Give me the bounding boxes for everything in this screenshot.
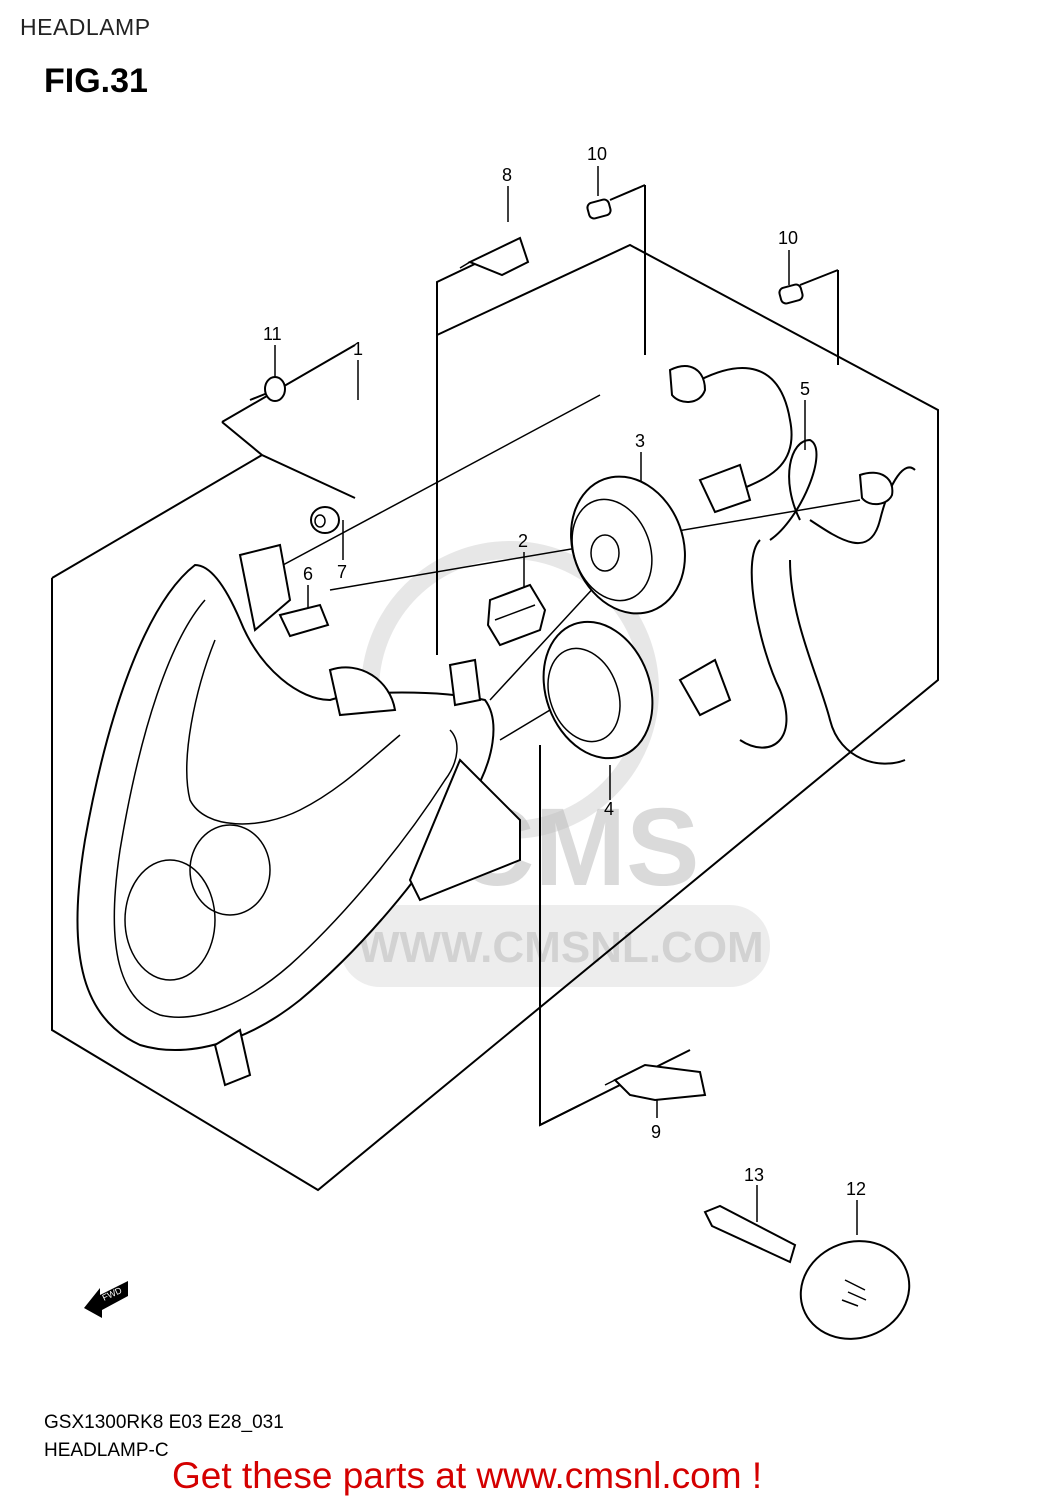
callout-12: 12 (846, 1179, 866, 1199)
callout-7: 7 (337, 562, 347, 582)
group-name: HEADLAMP-C (44, 1440, 169, 1461)
model-code: GSX1300RK8 E03 E28_031 (44, 1412, 284, 1433)
callout-5: 5 (800, 379, 810, 399)
page-header: HEADLAMP (20, 14, 151, 40)
cms-watermark: CMS WWW.CMSNL.COM (340, 541, 770, 987)
part-6-label (278, 603, 330, 638)
callout-11: 11 (263, 324, 282, 344)
callout-2: 2 (518, 531, 528, 551)
cta-link[interactable]: Get these parts at www.cmsnl.com ! (172, 1455, 763, 1496)
headlamp-housing (76, 543, 521, 1087)
callout-13: 13 (744, 1165, 764, 1185)
watermark-url: WWW.CMSNL.COM (358, 923, 764, 972)
part-10-bulb-top (586, 198, 612, 220)
callout-4: 4 (604, 799, 614, 819)
callout-9: 9 (651, 1122, 661, 1142)
assembly-frame (51, 243, 939, 1192)
part-13-spacer (703, 1204, 797, 1264)
part-12-cover (799, 1240, 911, 1340)
figure-number: FIG.31 (44, 62, 148, 100)
callout-6: 6 (303, 564, 313, 584)
part-7-grommet (310, 506, 340, 534)
part-11-screw (249, 376, 286, 402)
part-9-bulb (604, 1063, 707, 1102)
callout-1: 1 (353, 339, 363, 359)
part-3-cap (570, 475, 686, 615)
callout-10-top: 10 (587, 144, 607, 164)
part-10-bulb-right (778, 283, 804, 305)
callout-3: 3 (635, 431, 645, 451)
part-2-socket (486, 583, 547, 647)
callout-labels: 1 2 3 4 5 6 7 8 9 10 10 11 12 13 (263, 144, 866, 1199)
callout-8: 8 (502, 165, 512, 185)
part-4-cap (542, 620, 654, 760)
part-8-bulb (459, 236, 530, 277)
callout-10-right: 10 (778, 228, 798, 248)
part-5-wiring-harness (668, 365, 916, 765)
fwd-arrow: FWD (84, 1281, 128, 1318)
